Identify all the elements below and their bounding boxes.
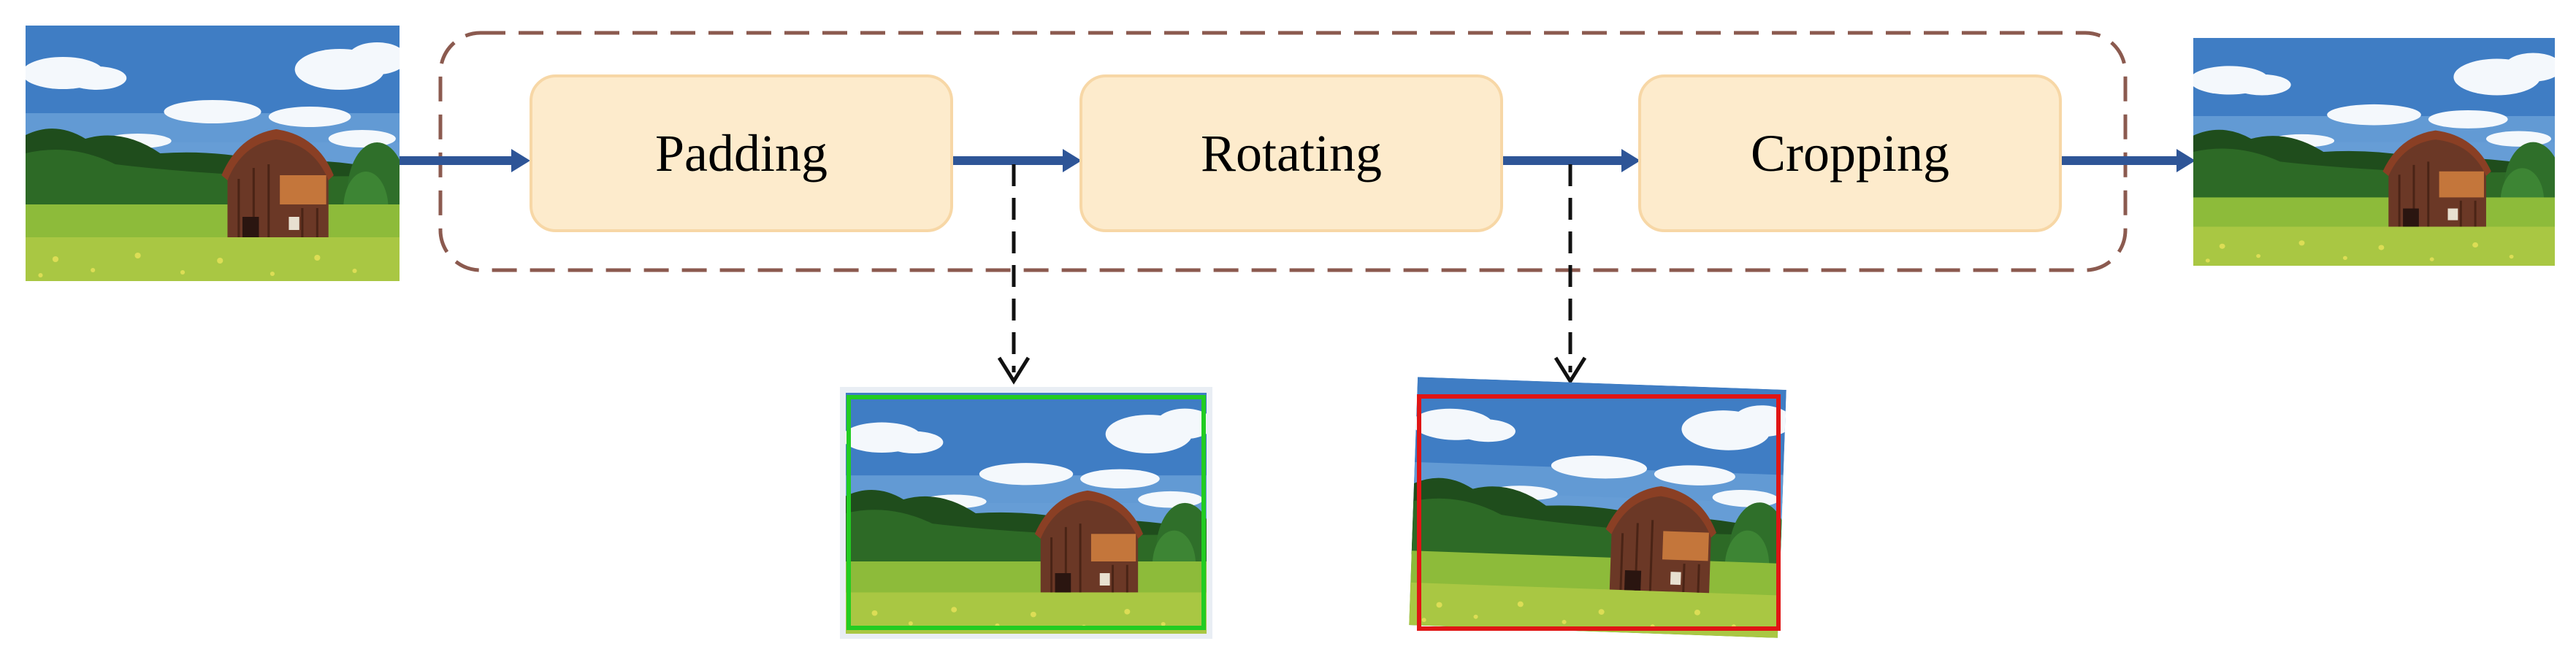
input-image [26,26,400,281]
arrow-head-icon [1621,149,1640,172]
arrow-head-icon [1553,356,1587,385]
rotated-image [1409,377,1786,638]
step-box-cropping: Cropping [1638,74,2062,232]
step-box-padding: Padding [530,74,953,232]
output-image [2193,38,2555,266]
pipeline-group-outline [438,31,2128,272]
step-label-padding: Padding [654,123,828,183]
rotating-frame [1417,394,1781,631]
padded-image [840,387,1212,639]
padding-frame [846,395,1206,630]
arrow-head-icon [511,149,530,172]
step-label-rotating: Rotating [1201,123,1382,183]
step-box-rotating: Rotating [1079,74,1503,232]
arrow-head-icon [997,356,1031,385]
arrow-head-icon [1063,149,1082,172]
step-label-cropping: Cropping [1750,123,1949,183]
arrow-head-icon [2176,149,2195,172]
branch-arrows [997,164,1587,385]
